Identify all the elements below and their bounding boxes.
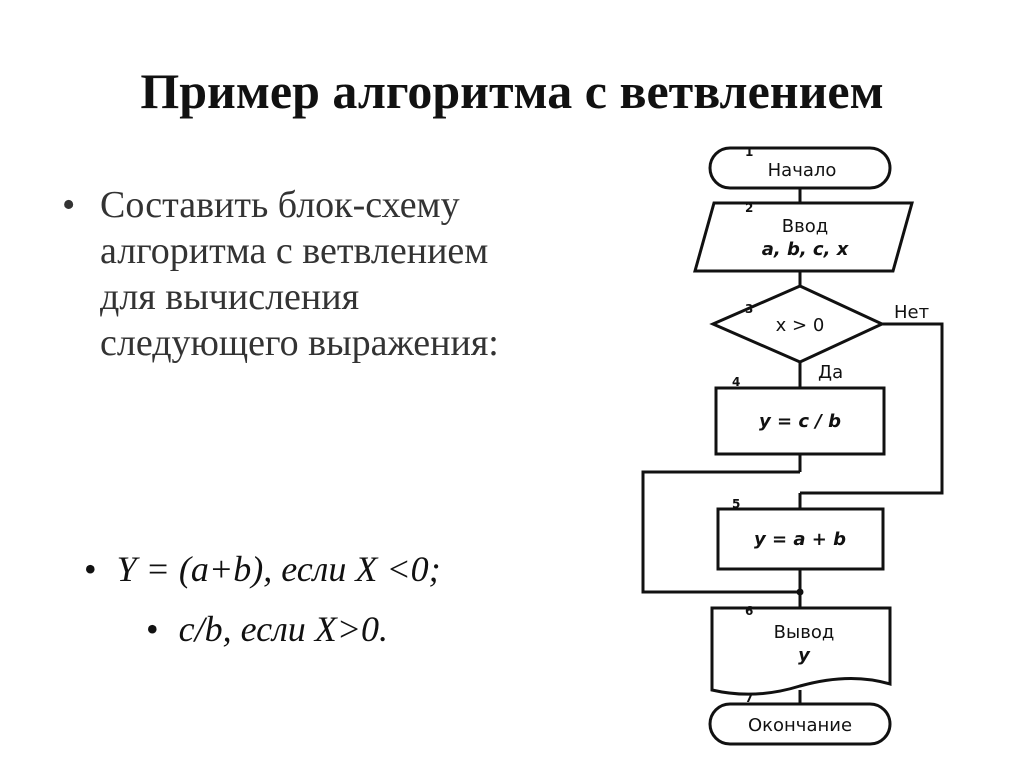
block-number-3: 3 bbox=[745, 302, 753, 316]
start-terminator bbox=[708, 146, 892, 190]
yes-branch-label: Да bbox=[818, 362, 843, 383]
bullet-marker: • bbox=[84, 549, 97, 589]
block-number-5: 5 bbox=[732, 497, 740, 511]
connector-no-branch bbox=[800, 322, 944, 495]
input-variables: a, b, c, x bbox=[762, 239, 850, 260]
formula-bullet-1: • Y = (a+b), если X <0; bbox=[84, 548, 441, 590]
output-document bbox=[710, 606, 892, 696]
input-parallelogram bbox=[693, 201, 914, 273]
block-number-7: 7 bbox=[745, 691, 753, 705]
block-number-1: 1 bbox=[745, 145, 753, 159]
end-terminator bbox=[708, 702, 892, 746]
process-4-label: y = c / b bbox=[759, 411, 841, 432]
no-branch-label: Нет bbox=[894, 302, 929, 323]
formula-bullet-2: • c/b, если X>0. bbox=[146, 608, 388, 650]
condition-label: x > 0 bbox=[776, 315, 825, 336]
block-number-4: 4 bbox=[732, 375, 740, 389]
input-label: Ввод bbox=[782, 216, 828, 237]
connector-4-bypass bbox=[641, 470, 800, 594]
process-block-4 bbox=[714, 386, 886, 456]
task-text: Составить блок-схему алгоритма с ветвлен… bbox=[100, 184, 499, 364]
condition-diamond bbox=[709, 284, 886, 364]
block-number-2: 2 bbox=[745, 201, 753, 215]
bullet-marker: • bbox=[146, 609, 159, 649]
output-label: Вывод bbox=[774, 622, 835, 643]
bullet-marker: • bbox=[62, 184, 76, 226]
process-5-label: y = a + b bbox=[754, 529, 846, 550]
formula-text-1: Y = (a+b), если X <0; bbox=[116, 549, 441, 589]
block-number-6: 6 bbox=[745, 604, 753, 618]
output-variable: y bbox=[798, 645, 811, 666]
slide-title: Пример алгоритма с ветвлением bbox=[140, 63, 884, 119]
end-label: Окончание bbox=[748, 715, 852, 736]
process-block-5 bbox=[716, 507, 885, 571]
merge-point bbox=[796, 588, 804, 596]
formula-text-2: c/b, если X>0. bbox=[178, 609, 389, 649]
start-label: Начало bbox=[768, 160, 837, 181]
